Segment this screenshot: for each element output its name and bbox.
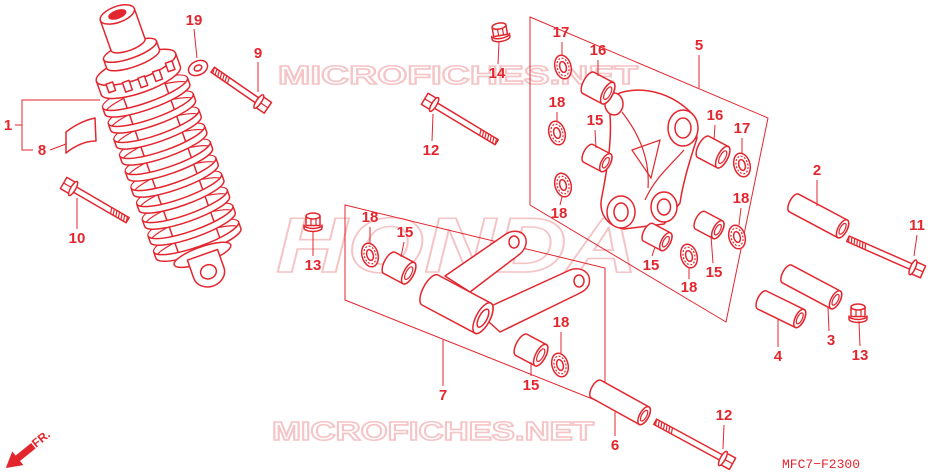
nut-13 [848, 303, 868, 324]
callout-19: 19 [186, 12, 203, 29]
bolt-threads [109, 207, 128, 223]
callout-12: 12 [423, 142, 440, 159]
top-mount-eye [99, 4, 146, 54]
callout-17: 17 [734, 120, 751, 137]
spring-coil [107, 92, 197, 134]
callout-12: 12 [716, 407, 733, 424]
bolt-arm [420, 92, 499, 146]
watermark-top: MICROFICHES.NET [278, 60, 638, 90]
diagram-code: MFC7−F2300 [782, 457, 860, 472]
bolt-threads [654, 418, 674, 435]
callout-2: 2 [813, 162, 821, 179]
callout-4: 4 [774, 348, 783, 365]
cushion-connecting-rod [419, 230, 591, 335]
spring-front-coils [101, 76, 242, 262]
callout-15: 15 [643, 257, 660, 274]
callout-6: 6 [611, 437, 619, 454]
callout-7: 7 [439, 387, 447, 404]
front-direction-arrow-icon [5, 442, 36, 469]
spring-coil [124, 141, 214, 182]
watermark-bottom: MICROFICHES.NET [272, 416, 594, 446]
callout-15: 15 [587, 112, 604, 129]
nut-13 [303, 212, 323, 233]
bolt-threads [847, 235, 867, 250]
spring-coil [113, 108, 202, 150]
callout-18: 18 [733, 190, 750, 207]
callout-15: 15 [706, 264, 723, 281]
callout-13: 13 [852, 347, 869, 364]
washer [187, 59, 209, 77]
bottom-mount-eye [173, 241, 232, 288]
collar-6 [586, 377, 654, 428]
callout-18: 18 [553, 314, 570, 331]
callout-1: 1 [4, 117, 12, 134]
callout-9: 9 [254, 45, 262, 62]
spring-coil [118, 125, 208, 166]
callout-3: 3 [827, 332, 835, 349]
seal-18 [551, 170, 575, 200]
callout-17: 17 [553, 24, 570, 41]
seal-18 [548, 350, 572, 380]
group-5-outline [529, 16, 769, 323]
spring-label-tag [65, 117, 97, 154]
spring-coil [130, 157, 220, 198]
callout-16: 16 [707, 107, 724, 124]
bolt-threads [479, 129, 498, 145]
seal-18 [725, 222, 749, 252]
spring-coil [135, 173, 225, 214]
seal-18 [677, 241, 701, 271]
spring-coil [141, 189, 231, 230]
bolt-pivot [845, 235, 927, 279]
callout-10: 10 [69, 230, 86, 247]
bolt-rod [653, 418, 737, 471]
bushing-15 [690, 208, 728, 242]
callout-15: 15 [523, 377, 540, 394]
callout-5: 5 [695, 37, 703, 54]
cushion-arm [600, 89, 699, 230]
collar-2 [784, 191, 852, 241]
bolt-upper-shock [210, 66, 273, 114]
seal-18 [545, 118, 569, 148]
seal-17 [730, 150, 754, 180]
leader-lines [15, 28, 918, 450]
callout-14: 14 [489, 65, 506, 82]
spring-coil [101, 76, 191, 118]
bolt-lower-shock [59, 176, 130, 224]
callout-13: 13 [305, 257, 322, 274]
nut-14 [488, 20, 512, 44]
rear-shock-absorber [95, 4, 242, 288]
spring-coil [147, 205, 237, 246]
callout-15: 15 [397, 224, 414, 241]
callout-18: 18 [551, 205, 568, 222]
collar-4 [752, 288, 809, 331]
callouts: 1 8 19 9 10 12 14 13 17 16 5 18 15 16 17… [4, 12, 925, 454]
bolt-threads [212, 67, 230, 84]
callout-8: 8 [38, 142, 46, 159]
callout-18: 18 [362, 209, 379, 226]
callout-16: 16 [590, 42, 607, 59]
bushing-16 [692, 133, 734, 171]
callout-18: 18 [549, 94, 566, 111]
callout-18: 18 [681, 279, 698, 296]
callout-11: 11 [909, 217, 925, 234]
